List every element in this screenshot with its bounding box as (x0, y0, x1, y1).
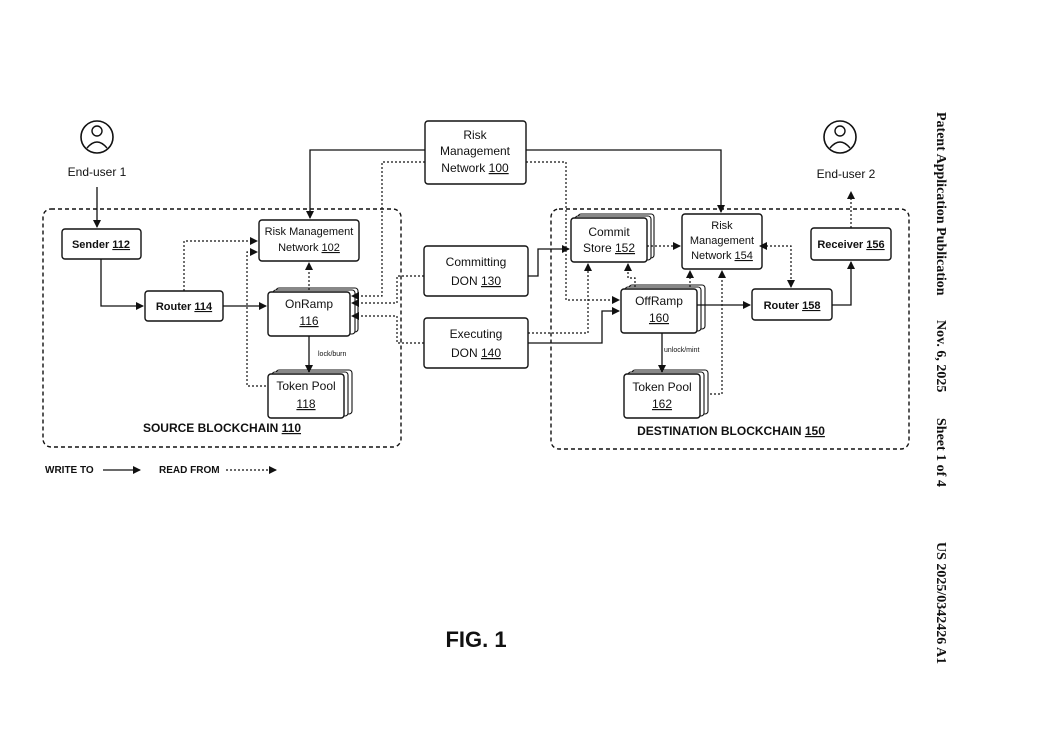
svg-text:Committing: Committing (446, 255, 507, 269)
svg-text:DON 140: DON 140 (451, 346, 501, 360)
edge-committingdon-reads-onramp (351, 275, 424, 307)
committing-don-130: Committing DON 130 (423, 245, 529, 297)
risk-management-network-102: Risk Management Network 102 (258, 219, 360, 262)
write-edges (93, 149, 855, 373)
svg-text:Risk: Risk (463, 128, 487, 142)
edge-router158-rmn154-read (759, 242, 795, 288)
lock-burn-label: lock/burn (318, 351, 347, 358)
onramp-116: OnRamp 116 (267, 287, 359, 337)
end-user-1-label: End-user 1 (68, 165, 127, 179)
publication-header: Patent Application Publication Nov. 6, 2… (933, 112, 948, 664)
svg-text:Store 152: Store 152 (583, 241, 635, 255)
publication-type: Patent Application Publication (933, 112, 948, 296)
svg-text:Network 154: Network 154 (691, 250, 753, 262)
commit-store-152: Commit Store 152 (570, 213, 655, 263)
risk-management-network-154: Risk Management Network 154 (681, 213, 763, 270)
svg-text:Sender 112: Sender 112 (72, 239, 130, 251)
svg-text:DON 130: DON 130 (451, 274, 501, 288)
svg-text:160: 160 (649, 311, 669, 325)
svg-text:116: 116 (299, 314, 318, 328)
svg-text:Risk Management: Risk Management (265, 226, 354, 238)
router-158: Router 158 (751, 288, 833, 321)
end-user-1-icon (80, 120, 114, 154)
sender-112: Sender 112 (61, 228, 142, 260)
source-blockchain-region (42, 208, 402, 448)
router-114: Router 114 (144, 290, 224, 322)
sheet-number: Sheet 1 of 4 (933, 418, 948, 487)
source-blockchain-title: SOURCE BLOCKCHAIN 110 (143, 421, 301, 435)
destination-blockchain-region (550, 208, 910, 450)
destination-blockchain-title: DESTINATION BLOCKCHAIN 150 (637, 424, 825, 438)
edge-router114-reads-rmn102 (183, 237, 258, 291)
read-edges (183, 161, 855, 395)
executing-don-140: Executing DON 140 (423, 317, 529, 369)
edge-committingdon-to-commitstore (528, 245, 570, 277)
publication-date: Nov. 6, 2025 (933, 320, 948, 392)
legend-write-to-label: WRITE TO (45, 465, 94, 476)
risk-management-network-100: Risk Management Network 100 (424, 120, 527, 185)
edge-tokenpool162-reads-rmn154 (710, 270, 726, 395)
receiver-156: Receiver 156 (810, 227, 892, 261)
svg-text:Risk: Risk (711, 220, 733, 232)
edge-executingdon-to-offramp (528, 307, 620, 344)
edge-executingdon-reads-commitstore (528, 263, 592, 334)
edge-rmn100-reads-offramp (526, 161, 620, 304)
svg-text:OffRamp: OffRamp (635, 294, 683, 308)
svg-text:Router 158: Router 158 (764, 300, 821, 312)
svg-text:Receiver 156: Receiver 156 (817, 239, 884, 251)
svg-text:Network 102: Network 102 (278, 242, 340, 254)
svg-text:118: 118 (296, 397, 315, 411)
svg-text:Token Pool: Token Pool (276, 379, 335, 393)
unlock-mint-label: unlock/mint (664, 347, 699, 354)
edge-router158-to-receiver (832, 261, 855, 306)
svg-text:162: 162 (652, 397, 672, 411)
legend: WRITE TO READ FROM (45, 465, 277, 476)
svg-text:Network 100: Network 100 (441, 161, 509, 175)
edge-rmn100-reads-onramp (351, 161, 425, 300)
svg-text:Management: Management (690, 235, 754, 247)
token-pool-162: Token Pool 162 (623, 369, 709, 419)
svg-text:OnRamp: OnRamp (285, 297, 333, 311)
legend-read-from-label: READ FROM (159, 465, 220, 476)
svg-text:Executing: Executing (450, 327, 503, 341)
offramp-160: OffRamp 160 (620, 284, 706, 334)
svg-text:Router 114: Router 114 (156, 301, 213, 313)
edge-tokenpool118-reads-rmn102 (246, 248, 266, 387)
end-user-2-icon (823, 120, 857, 154)
svg-text:Token Pool: Token Pool (632, 380, 691, 394)
end-user-2-label: End-user 2 (817, 167, 876, 181)
edge-executingdon-reads-onramp (351, 312, 424, 344)
patent-number: US 2025/0342426 A1 (933, 542, 948, 664)
edge-sender-to-router114 (100, 259, 144, 310)
svg-text:Management: Management (440, 144, 511, 158)
edge-rmn100-to-rmn102 (306, 149, 425, 219)
edge-offramp-reads-commitstore (624, 263, 636, 287)
svg-text:Commit: Commit (588, 225, 630, 239)
figure-label: FIG. 1 (445, 627, 506, 652)
token-pool-118: Token Pool 118 (267, 369, 353, 419)
edge-rmn100-to-rmn154 (526, 149, 725, 213)
